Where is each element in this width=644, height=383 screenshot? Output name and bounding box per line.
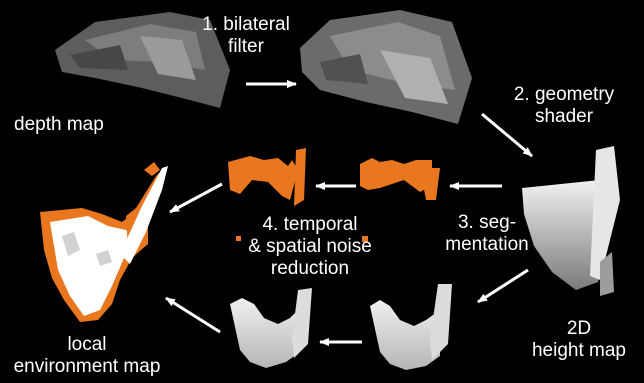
arrow-to-local-map-bottom <box>166 298 220 332</box>
label-local-environment-map: local environment map <box>0 334 174 378</box>
label-height-map-line2: height map <box>516 340 642 362</box>
label-noise-reduction: 4. temporal & spatial noise reduction <box>220 214 400 280</box>
label-bilateral-filter-line1: 1. bilateral <box>178 14 314 36</box>
label-segmentation-line2: mentation <box>432 234 542 256</box>
label-segmentation: 3. seg- mentation <box>432 212 542 256</box>
label-noise-reduction-line1: 4. temporal <box>220 214 400 236</box>
label-bilateral-filter-line2: filter <box>178 36 314 58</box>
label-noise-reduction-line2: & spatial noise <box>220 236 400 258</box>
arrow-to-local-map-top <box>170 184 222 212</box>
label-height-map-line1: 2D <box>516 318 642 340</box>
noise-reduced-image-2 <box>230 288 312 368</box>
label-geometry-shader-line2: shader <box>484 106 644 128</box>
label-geometry-shader: 2. geometry shader <box>484 84 644 128</box>
local-environment-map-image <box>40 162 168 322</box>
label-depth-map: depth map <box>14 114 104 136</box>
label-height-map: 2D height map <box>516 318 642 362</box>
label-noise-reduction-line3: reduction <box>220 258 400 280</box>
label-segmentation-line1: 3. seg- <box>432 212 542 234</box>
arrow-height-to-noise <box>478 270 528 302</box>
noise-reduced-image-1 <box>370 284 452 370</box>
label-local-environment-map-line2: environment map <box>0 356 174 378</box>
label-local-environment-map-line1: local <box>0 334 174 356</box>
label-geometry-shader-line1: 2. geometry <box>484 84 644 106</box>
label-bilateral-filter: 1. bilateral filter <box>178 14 314 58</box>
filtered-depth-image <box>300 10 472 124</box>
